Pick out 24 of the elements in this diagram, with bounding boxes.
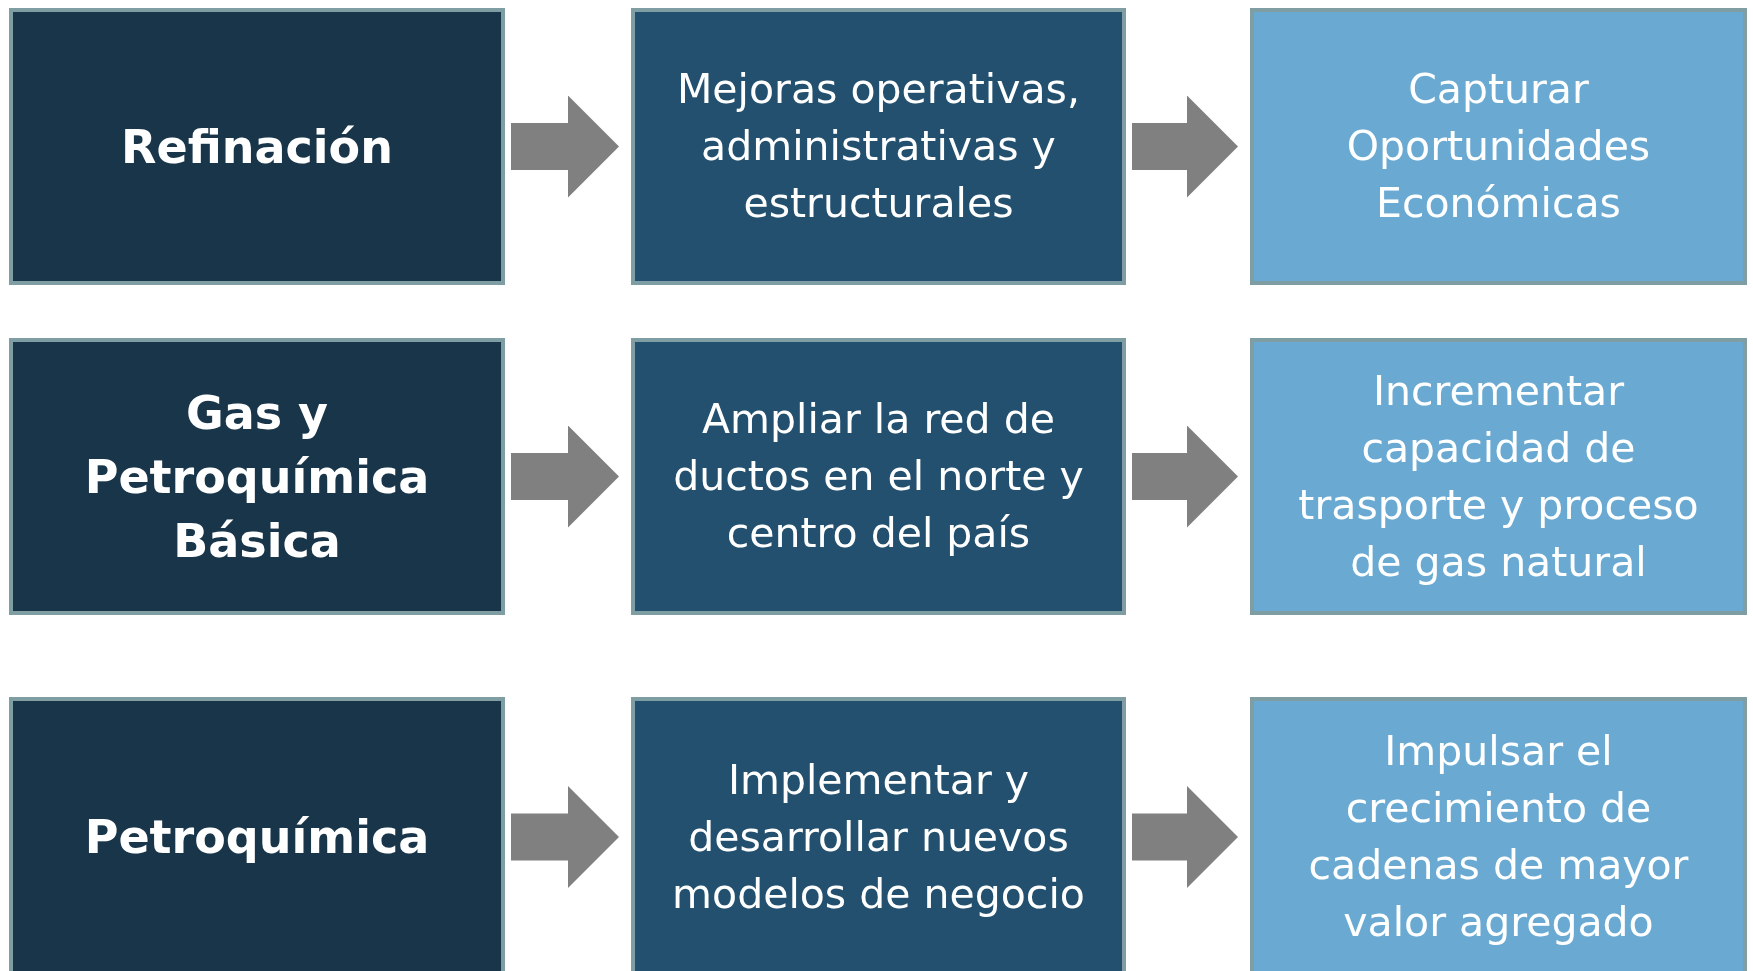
process-box [1250, 697, 1747, 971]
process-box [631, 338, 1126, 615]
box-text: Impulsar el crecimiento de cadenas de mayor valor agregado [1307, 726, 1690, 948]
block-arrow [1132, 425, 1238, 528]
process-box [631, 697, 1126, 971]
process-box [9, 697, 505, 971]
process-box [9, 338, 505, 615]
block-arrow [1132, 786, 1238, 888]
box-text: Petroquímica [84, 809, 430, 866]
box-text: Ampliar la red de ductos en el norte y centro del país [672, 394, 1085, 559]
process-box [1250, 338, 1747, 615]
process-box [9, 8, 505, 285]
process-box [631, 8, 1126, 285]
box-text: Refinación [121, 118, 393, 176]
box-text: Mejoras operativas, administrativas y estructurales [676, 64, 1081, 229]
block-arrow [511, 95, 619, 198]
box-text: Capturar Oportunidades Económicas [1345, 64, 1652, 229]
block-arrow [1132, 95, 1238, 198]
block-arrow [511, 786, 619, 888]
block-arrow [511, 425, 619, 528]
box-text: Implementar y desarrollar nuevos modelos de negocio [671, 754, 1086, 920]
process-box [1250, 8, 1747, 285]
box-text: Incrementar capacidad de trasporte y proceso de gas natural [1297, 365, 1700, 588]
box-text: Gas y Petroquímica Básica [83, 384, 431, 570]
